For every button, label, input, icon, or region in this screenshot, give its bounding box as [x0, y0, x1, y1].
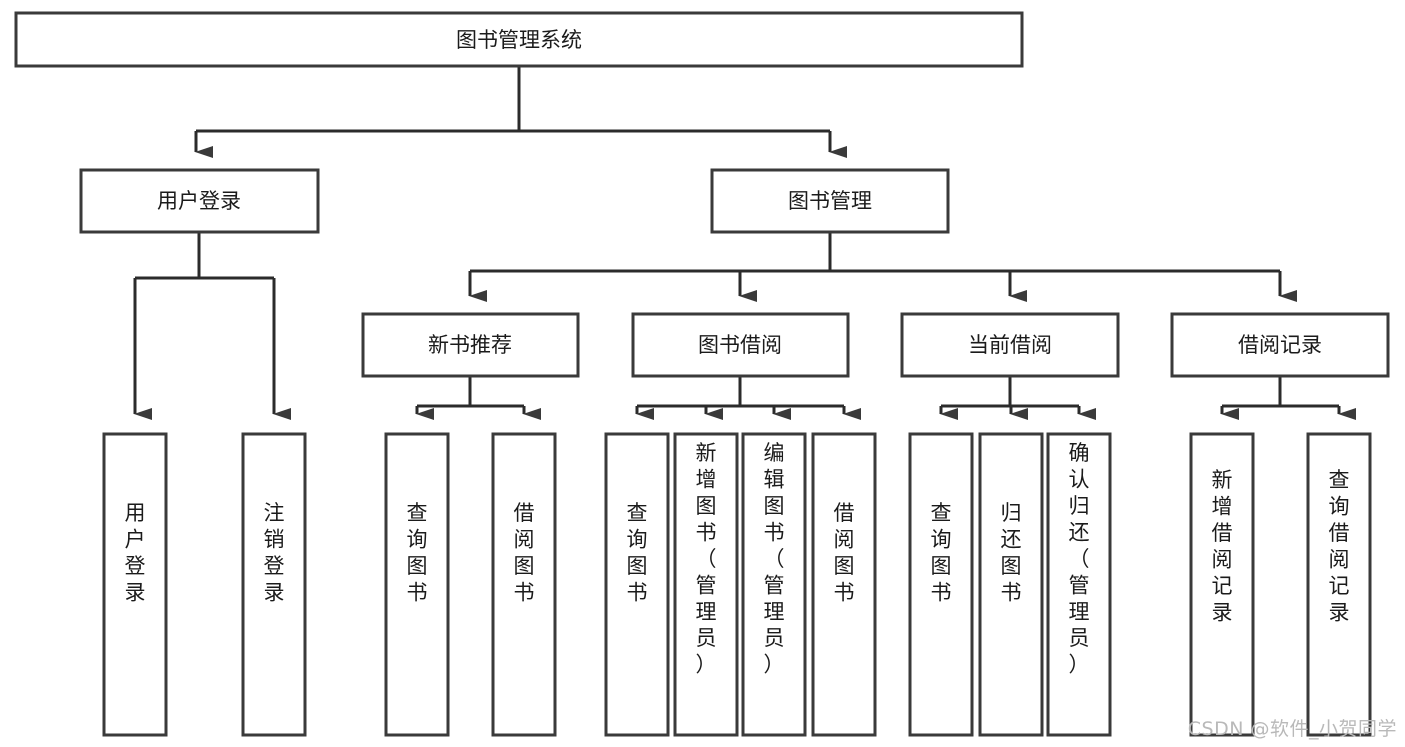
- node-leaf-confirm-return-box[interactable]: [1046, 432, 1112, 737]
- connector-group-new-book: [415, 376, 541, 420]
- node-leaf-add-record-box[interactable]: [1189, 432, 1255, 737]
- node-book-manage-label: 图书管理: [788, 189, 872, 213]
- node-root-box[interactable]: [14, 11, 1024, 68]
- node-leaf-query-book-1[interactable]: 查询图书: [384, 432, 450, 737]
- node-leaf-edit-book[interactable]: 编辑图书（管理员）: [741, 432, 807, 737]
- node-user-login-box[interactable]: [79, 168, 320, 234]
- node-leaf-user-login-label: 用户登录: [125, 501, 146, 604]
- node-leaf-borrow-book-1-label: 借阅图书: [514, 501, 535, 604]
- connector-group-current-borrow: [939, 376, 1096, 420]
- node-leaf-logout[interactable]: 注销登录: [241, 432, 307, 737]
- node-leaf-query-book-2[interactable]: 查询图书: [604, 432, 670, 737]
- node-new-book-recommend-label: 新书推荐: [428, 333, 512, 357]
- node-book-manage[interactable]: 图书管理: [710, 168, 950, 234]
- node-root[interactable]: 图书管理系统: [14, 11, 1024, 68]
- node-leaf-query-book-2-box[interactable]: [604, 432, 670, 737]
- node-root-label: 图书管理系统: [456, 28, 582, 52]
- node-leaf-add-book-box[interactable]: [673, 432, 739, 737]
- node-leaf-add-book-label: 新增图书（管理员）: [696, 441, 717, 677]
- node-leaf-user-login[interactable]: 用户登录: [102, 432, 168, 737]
- connector-group-book-borrow: [635, 376, 861, 420]
- node-leaf-query-book-3-label: 查询图书: [931, 501, 952, 604]
- connector-group-root: [194, 66, 847, 158]
- node-book-borrow-label: 图书借阅: [698, 333, 782, 357]
- node-borrow-record-box[interactable]: [1170, 312, 1390, 378]
- connector-group-user-login: [133, 232, 291, 420]
- node-new-book-recommend[interactable]: 新书推荐: [361, 312, 580, 378]
- node-book-borrow-box[interactable]: [631, 312, 850, 378]
- connector-group-book-manage: [468, 232, 1297, 302]
- node-leaf-user-login-box[interactable]: [102, 432, 168, 737]
- node-leaf-borrow-book-1-box[interactable]: [491, 432, 557, 737]
- node-leaf-query-book-3[interactable]: 查询图书: [908, 432, 974, 737]
- node-user-login[interactable]: 用户登录: [79, 168, 320, 234]
- node-book-manage-box[interactable]: [710, 168, 950, 234]
- node-current-borrow-box[interactable]: [900, 312, 1120, 378]
- node-user-login-label: 用户登录: [157, 189, 241, 213]
- node-leaf-query-record-box[interactable]: [1306, 432, 1372, 737]
- node-leaf-borrow-book-2-box[interactable]: [811, 432, 877, 737]
- node-leaf-borrow-book-2-label: 借阅图书: [834, 501, 855, 604]
- node-book-borrow[interactable]: 图书借阅: [631, 312, 850, 378]
- node-leaf-return-book-box[interactable]: [978, 432, 1044, 737]
- node-current-borrow[interactable]: 当前借阅: [900, 312, 1120, 378]
- node-leaf-logout-box[interactable]: [241, 432, 307, 737]
- node-new-book-recommend-box[interactable]: [361, 312, 580, 378]
- node-current-borrow-label: 当前借阅: [968, 333, 1052, 357]
- node-leaf-query-book-1-label: 查询图书: [407, 501, 428, 604]
- node-leaf-query-record[interactable]: 查询借阅记录: [1306, 432, 1372, 737]
- node-leaf-edit-book-label: 编辑图书（管理员）: [764, 441, 785, 677]
- connector-group-borrow-record: [1220, 376, 1356, 420]
- node-leaf-query-book-3-box[interactable]: [908, 432, 974, 737]
- node-leaf-add-record-label: 新增借阅记录: [1212, 468, 1233, 624]
- node-leaf-confirm-return[interactable]: 确认归还（管理员）: [1046, 432, 1112, 737]
- node-leaf-add-book[interactable]: 新增图书（管理员）: [673, 432, 739, 737]
- node-borrow-record-label: 借阅记录: [1238, 333, 1322, 357]
- node-leaf-query-record-label: 查询借阅记录: [1329, 468, 1350, 624]
- node-leaf-add-record[interactable]: 新增借阅记录: [1189, 432, 1255, 737]
- node-leaf-return-book[interactable]: 归还图书: [978, 432, 1044, 737]
- node-leaf-query-book-1-box[interactable]: [384, 432, 450, 737]
- node-leaf-edit-book-box[interactable]: [741, 432, 807, 737]
- node-leaf-borrow-book-2[interactable]: 借阅图书: [811, 432, 877, 737]
- node-leaf-logout-label: 注销登录: [264, 501, 285, 604]
- node-borrow-record[interactable]: 借阅记录: [1170, 312, 1390, 378]
- node-leaf-query-book-2-label: 查询图书: [627, 501, 648, 604]
- node-leaf-confirm-return-label: 确认归还（管理员）: [1069, 441, 1090, 677]
- node-leaf-return-book-label: 归还图书: [1001, 501, 1022, 604]
- node-leaf-borrow-book-1[interactable]: 借阅图书: [491, 432, 557, 737]
